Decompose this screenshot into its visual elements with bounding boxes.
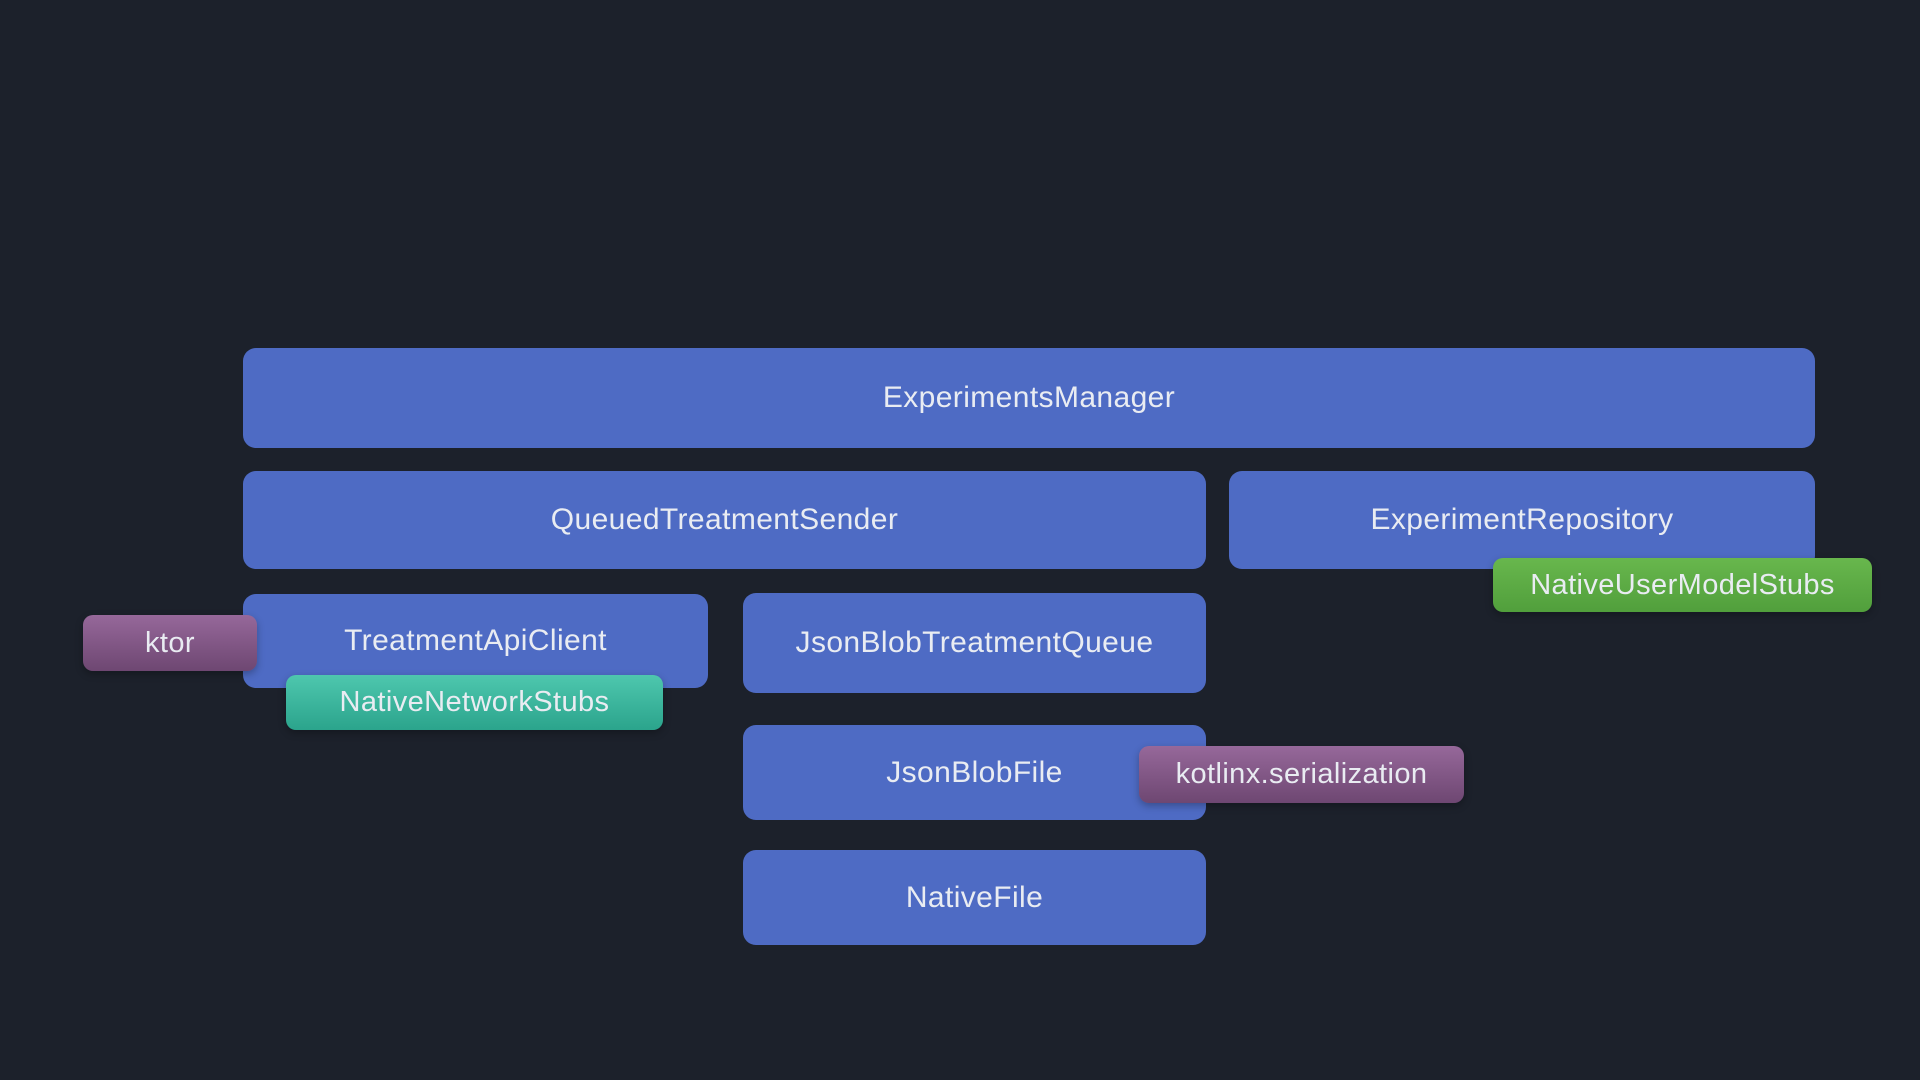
node-kotlinx-serialization: kotlinx.serialization [1139, 746, 1464, 803]
node-ktor-label: ktor [145, 626, 195, 659]
node-experiment-repository: ExperimentRepository [1229, 471, 1815, 569]
node-kotlinx-serialization-label: kotlinx.serialization [1175, 758, 1428, 790]
node-native-user-model-stubs: NativeUserModelStubs [1493, 558, 1872, 612]
node-json-blob-file: JsonBlobFile [743, 725, 1206, 820]
node-queued-treatment-sender-label: QueuedTreatmentSender [550, 503, 899, 536]
node-native-file-label: NativeFile [905, 880, 1044, 914]
node-json-blob-file-label: JsonBlobFile [886, 755, 1063, 789]
node-json-blob-treatment-queue: JsonBlobTreatmentQueue [743, 593, 1206, 693]
node-ktor: ktor [83, 615, 257, 671]
node-native-network-stubs: NativeNetworkStubs [286, 675, 663, 730]
node-json-blob-treatment-queue-label: JsonBlobTreatmentQueue [795, 626, 1154, 659]
node-native-user-model-stubs-label: NativeUserModelStubs [1530, 568, 1835, 601]
node-experiments-manager: ExperimentsManager [243, 348, 1815, 448]
node-experiments-manager-label: ExperimentsManager [882, 381, 1176, 414]
node-experiment-repository-label: ExperimentRepository [1370, 503, 1674, 536]
node-treatment-api-client-label: TreatmentApiClient [344, 624, 607, 657]
node-native-network-stubs-label: NativeNetworkStubs [339, 686, 610, 718]
node-treatment-api-client: TreatmentApiClient [243, 594, 708, 688]
node-native-file: NativeFile [743, 850, 1206, 945]
node-queued-treatment-sender: QueuedTreatmentSender [243, 471, 1206, 569]
